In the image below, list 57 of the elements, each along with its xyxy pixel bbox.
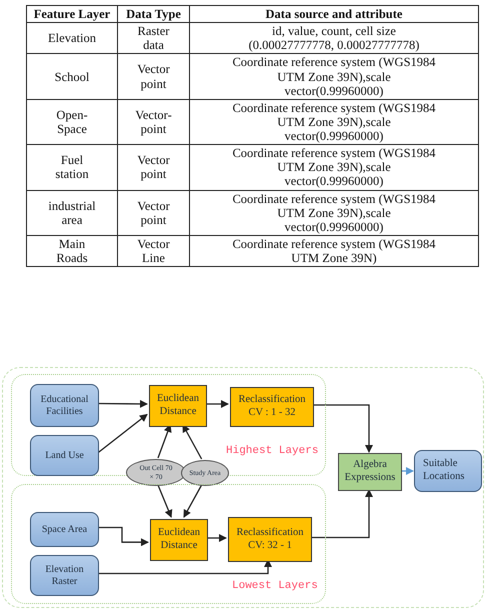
ellipse-node bbox=[126, 459, 186, 486]
process-box bbox=[228, 517, 312, 562]
process-box bbox=[230, 387, 314, 427]
node-label: Suitable Locations bbox=[423, 458, 466, 484]
arrow bbox=[205, 400, 229, 408]
table-cell-text: Fuel station bbox=[54, 153, 90, 182]
outer-frame bbox=[2, 367, 484, 608]
group-label: Lowest Layers bbox=[232, 580, 318, 592]
input-box bbox=[30, 555, 99, 596]
process-box bbox=[338, 453, 402, 491]
table-cell-text: Vector point bbox=[136, 62, 171, 91]
table-cell-text: Vector- point bbox=[134, 108, 173, 136]
table-cell-text: Vector Line bbox=[136, 236, 171, 266]
column-header: Feature Layer bbox=[34, 7, 110, 22]
node-label: Reclassification CV : 1 - 32 bbox=[237, 394, 307, 420]
arrow bbox=[183, 484, 202, 518]
table-cell-text: Coordinate reference system (WGS1984 UTM Zone 39N),scale vector(0.99960000) bbox=[231, 100, 437, 144]
table-cell-text: Coordinate reference system (WGS1984 UTM Zone 39N),scale vector(0.99960000) bbox=[231, 146, 437, 188]
table-cell-text: Coordinate reference system (WGS1984 UTM Zone 39N),scale vector(0.99960000) bbox=[231, 55, 437, 98]
arrow bbox=[401, 467, 414, 475]
arrow bbox=[97, 526, 149, 546]
group-panel bbox=[11, 484, 326, 604]
table-cell-text: Main Roads bbox=[55, 236, 89, 266]
node-label: Euclidean Distance bbox=[157, 527, 201, 553]
group-label: Highest Layers bbox=[226, 445, 318, 457]
arrow bbox=[312, 404, 373, 453]
arrow bbox=[96, 414, 148, 454]
node-label: Reclassification CV: 32 - 1 bbox=[235, 526, 305, 552]
table-cell-text: Coordinate reference system (WGS1984 UTM Zone 39N),scale vector(0.99960000) bbox=[231, 192, 437, 234]
table-cell-text: id, value, count, cell size (0.00027777778, 0.00027777778) bbox=[248, 24, 420, 52]
node-label: Elevation Raster bbox=[44, 564, 85, 588]
arrow bbox=[157, 484, 172, 518]
arrow bbox=[310, 489, 373, 538]
arrow bbox=[206, 534, 227, 542]
table-cell-text: Elevation bbox=[48, 31, 96, 46]
node-label: Space Area bbox=[42, 524, 88, 536]
table-cell-text: industrial area bbox=[47, 198, 97, 227]
table-cell-text: Vector point bbox=[136, 153, 171, 182]
column-header: Data Type bbox=[126, 7, 181, 22]
output-box bbox=[414, 450, 482, 492]
table-cell-text: School bbox=[54, 70, 90, 84]
node-label: Educational Facilities bbox=[40, 394, 90, 418]
input-box bbox=[30, 384, 99, 427]
table-cell-text: Vector point bbox=[136, 198, 171, 227]
ellipse-node bbox=[181, 460, 229, 486]
table-cell-text: Open- Space bbox=[55, 108, 89, 136]
process-box bbox=[150, 519, 208, 561]
table-cell-text: Coordinate reference system (WGS1984 UTM Zone 39N) bbox=[231, 236, 437, 266]
process-box bbox=[149, 385, 207, 427]
input-box bbox=[30, 435, 99, 476]
node-label: Land Use bbox=[45, 450, 84, 462]
node-label: Euclidean Distance bbox=[156, 393, 200, 419]
input-box bbox=[30, 512, 99, 547]
column-header: Data source and attribute bbox=[266, 7, 402, 22]
arrow bbox=[97, 400, 148, 408]
table-cell-text: Raster data bbox=[136, 24, 170, 52]
node-label: Algebra Expressions bbox=[344, 459, 396, 485]
